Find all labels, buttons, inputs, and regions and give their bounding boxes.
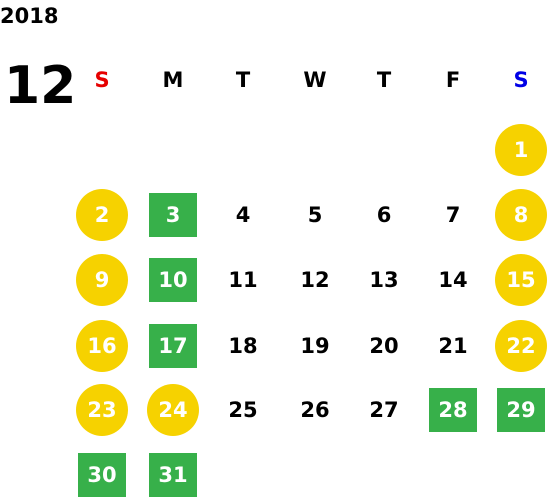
day-cell-29[interactable]: 29 <box>497 388 545 432</box>
day-cell-6[interactable]: 6 <box>376 203 392 227</box>
day-cell-5[interactable]: 5 <box>307 203 323 227</box>
day-cell-14[interactable]: 14 <box>438 268 468 292</box>
weekday-6: S <box>513 68 529 92</box>
day-cell-7[interactable]: 7 <box>445 203 461 227</box>
day-cell-11[interactable]: 11 <box>228 268 258 292</box>
weekday-3: W <box>303 68 327 92</box>
day-cell-4[interactable]: 4 <box>235 203 251 227</box>
day-cell-1[interactable]: 1 <box>495 124 547 176</box>
day-cell-15[interactable]: 15 <box>495 254 547 306</box>
day-cell-26[interactable]: 26 <box>300 398 330 422</box>
day-cell-28[interactable]: 28 <box>429 388 477 432</box>
day-cell-30[interactable]: 30 <box>78 453 126 497</box>
weekday-4: T <box>376 68 392 92</box>
day-cell-27[interactable]: 27 <box>369 398 399 422</box>
weekday-1: M <box>162 68 184 92</box>
day-cell-20[interactable]: 20 <box>369 334 399 358</box>
month-label: 12 <box>4 56 77 116</box>
day-cell-10[interactable]: 10 <box>149 258 197 302</box>
day-cell-9[interactable]: 9 <box>76 254 128 306</box>
day-cell-2[interactable]: 2 <box>76 189 128 241</box>
day-cell-24[interactable]: 24 <box>147 384 199 436</box>
day-cell-12[interactable]: 12 <box>300 268 330 292</box>
day-cell-19[interactable]: 19 <box>300 334 330 358</box>
day-cell-17[interactable]: 17 <box>149 324 197 368</box>
day-cell-21[interactable]: 21 <box>438 334 468 358</box>
weekday-5: F <box>445 68 461 92</box>
weekday-2: T <box>235 68 251 92</box>
weekday-0: S <box>94 68 110 92</box>
day-cell-16[interactable]: 16 <box>76 320 128 372</box>
day-cell-3[interactable]: 3 <box>149 193 197 237</box>
day-cell-23[interactable]: 23 <box>76 384 128 436</box>
day-cell-31[interactable]: 31 <box>149 453 197 497</box>
day-cell-13[interactable]: 13 <box>369 268 399 292</box>
day-cell-25[interactable]: 25 <box>228 398 258 422</box>
day-cell-18[interactable]: 18 <box>228 334 258 358</box>
day-cell-22[interactable]: 22 <box>495 320 547 372</box>
year-label: 2018 <box>0 4 59 28</box>
day-cell-8[interactable]: 8 <box>495 189 547 241</box>
